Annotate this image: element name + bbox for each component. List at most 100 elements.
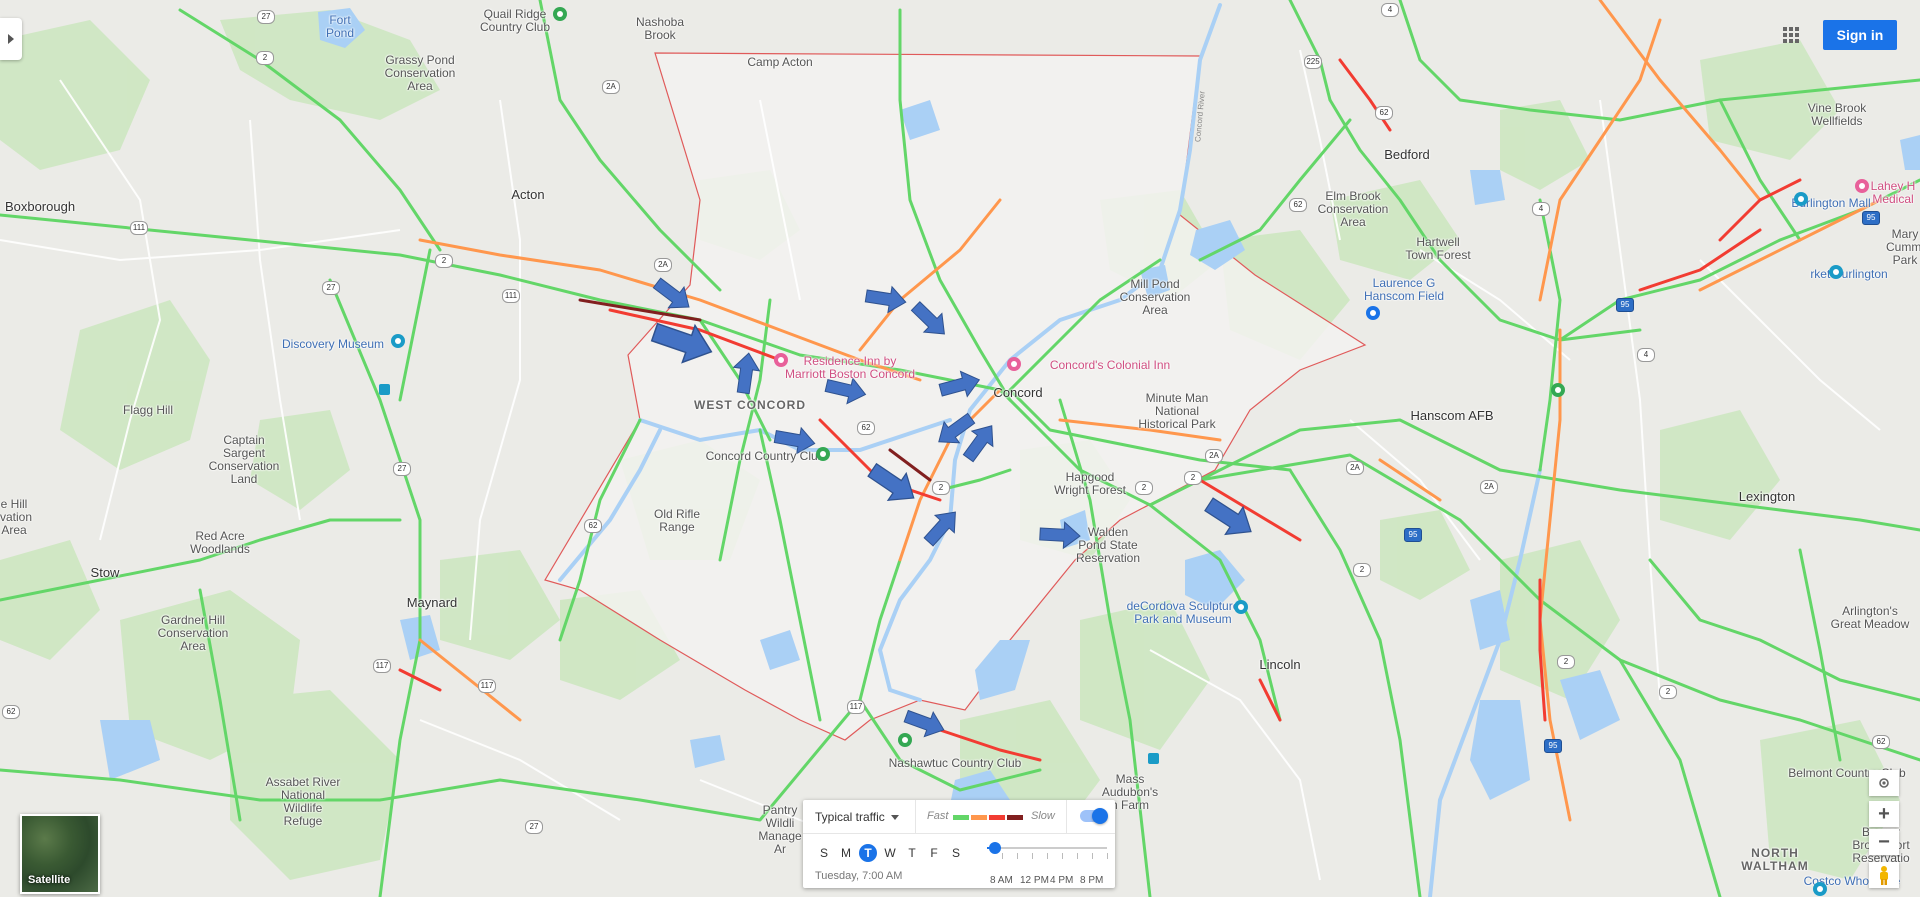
my-location-button[interactable] [1869, 770, 1899, 796]
day-button-6[interactable]: S [951, 846, 960, 860]
satellite-layer-button[interactable]: Satellite [20, 814, 100, 894]
traffic-panel-header: Typical traffic Fast Slow [803, 800, 1115, 834]
legend-swatch-heavy [1007, 815, 1023, 820]
shopping-poi-icon[interactable] [1813, 882, 1827, 896]
arrow [962, 425, 994, 463]
time-tick [1017, 853, 1018, 859]
time-slider[interactable] [987, 842, 1107, 854]
route-shield-62: 62 [2, 705, 20, 719]
legend-swatch-moderate [971, 815, 987, 820]
time-tick [1077, 853, 1078, 859]
route-shield-2: 2 [1659, 685, 1677, 699]
airport-poi-icon[interactable] [1366, 306, 1380, 320]
transit-icon[interactable] [379, 384, 390, 395]
route-shield-117: 117 [478, 679, 496, 693]
route-shield-2a: 2A [654, 258, 672, 272]
day-button-1[interactable]: M [841, 846, 851, 860]
arrow [938, 370, 981, 398]
street-view-pegman-button[interactable] [1869, 862, 1899, 888]
route-shield-2: 2 [1557, 655, 1575, 669]
park-poi-icon[interactable] [553, 7, 567, 21]
arrow [1204, 497, 1252, 536]
arrow [652, 277, 690, 309]
time-tick [1092, 853, 1093, 859]
route-shield-62: 62 [1289, 198, 1307, 212]
arrow [773, 426, 816, 455]
park-poi-icon[interactable] [1551, 383, 1565, 397]
route-shield-2a: 2A [602, 80, 620, 94]
concord-highlight-area [544, 52, 1367, 741]
satellite-label: Satellite [28, 874, 71, 886]
route-shield-2: 2 [1135, 481, 1153, 495]
day-button-4[interactable]: T [908, 846, 916, 860]
route-shield-2: 2 [1353, 563, 1371, 577]
interstate-shield-95: 95 [1404, 528, 1422, 542]
golf-poi-icon[interactable] [898, 733, 912, 747]
legend-slow-label: Slow [1031, 810, 1055, 822]
google-apps-button[interactable] [1782, 26, 1800, 44]
route-shield-117: 117 [847, 700, 865, 714]
legend-swatch-fast [953, 815, 969, 820]
zoom-in-button[interactable]: + [1869, 801, 1899, 827]
route-shield-4: 4 [1381, 3, 1399, 17]
park-entrance-icon[interactable] [1148, 753, 1159, 764]
route-shield-2: 2 [256, 51, 274, 65]
route-shield-27: 27 [525, 820, 543, 834]
hotel-poi-icon[interactable] [774, 353, 788, 367]
route-shield-4: 4 [1637, 348, 1655, 362]
route-shield-2a: 2A [1480, 480, 1498, 494]
arrow [732, 352, 761, 395]
shopping-poi-icon[interactable] [1829, 265, 1843, 279]
chevron-right-icon [8, 34, 14, 44]
day-button-3[interactable]: W [884, 846, 896, 860]
museum-poi-icon[interactable] [391, 334, 405, 348]
hour-label: 8 PM [1080, 875, 1104, 886]
collapse-side-panel-button[interactable] [0, 18, 22, 60]
time-tick [1002, 853, 1003, 859]
route-shield-62: 62 [584, 519, 602, 533]
arrow [824, 377, 867, 405]
divider [915, 800, 916, 833]
legend-fast-label: Fast [927, 810, 949, 822]
route-shield-27: 27 [322, 281, 340, 295]
traffic-layer-toggle[interactable] [1080, 808, 1108, 824]
route-shield-2a: 2A [1346, 461, 1364, 475]
shopping-poi-icon[interactable] [1794, 192, 1808, 206]
traffic-mode-dropdown[interactable]: Typical traffic [815, 810, 899, 824]
route-shield-62: 62 [857, 421, 875, 435]
time-tick [1047, 853, 1048, 859]
hotel-poi-icon[interactable] [1007, 357, 1021, 371]
time-tick [1032, 853, 1033, 859]
arrow [650, 322, 713, 364]
time-slider-thumb[interactable] [988, 842, 1001, 854]
route-shield-4: 4 [1532, 202, 1550, 216]
day-button-2[interactable]: T [859, 844, 877, 862]
route-shield-2: 2 [1184, 471, 1202, 485]
zoom-out-button[interactable]: − [1869, 829, 1899, 855]
arrow [867, 462, 915, 502]
sign-in-button[interactable]: Sign in [1823, 20, 1897, 50]
route-shield-117: 117 [373, 659, 391, 673]
traffic-red [398, 58, 1802, 762]
museum-poi-icon[interactable] [1234, 600, 1248, 614]
apps-grid-icon [1783, 27, 1787, 31]
hour-label: 12 PM [1020, 875, 1049, 886]
dropdown-arrow-icon [890, 815, 899, 821]
hour-label: 4 PM [1050, 875, 1074, 886]
hospital-poi-icon[interactable] [1855, 179, 1869, 193]
day-button-0[interactable]: S [819, 846, 828, 860]
route-shield-111: 111 [130, 221, 148, 235]
route-shield-2: 2 [932, 481, 950, 495]
time-tick [1107, 853, 1108, 859]
traffic-darkred [578, 298, 932, 482]
day-button-5[interactable]: F [930, 846, 938, 860]
golf-poi-icon[interactable] [816, 447, 830, 461]
arrow [1039, 521, 1081, 550]
arrow [903, 709, 945, 738]
route-shield-27: 27 [393, 462, 411, 476]
route-shield-27: 27 [257, 10, 275, 24]
selected-day-time: Tuesday, 7:00 AM [815, 870, 903, 882]
